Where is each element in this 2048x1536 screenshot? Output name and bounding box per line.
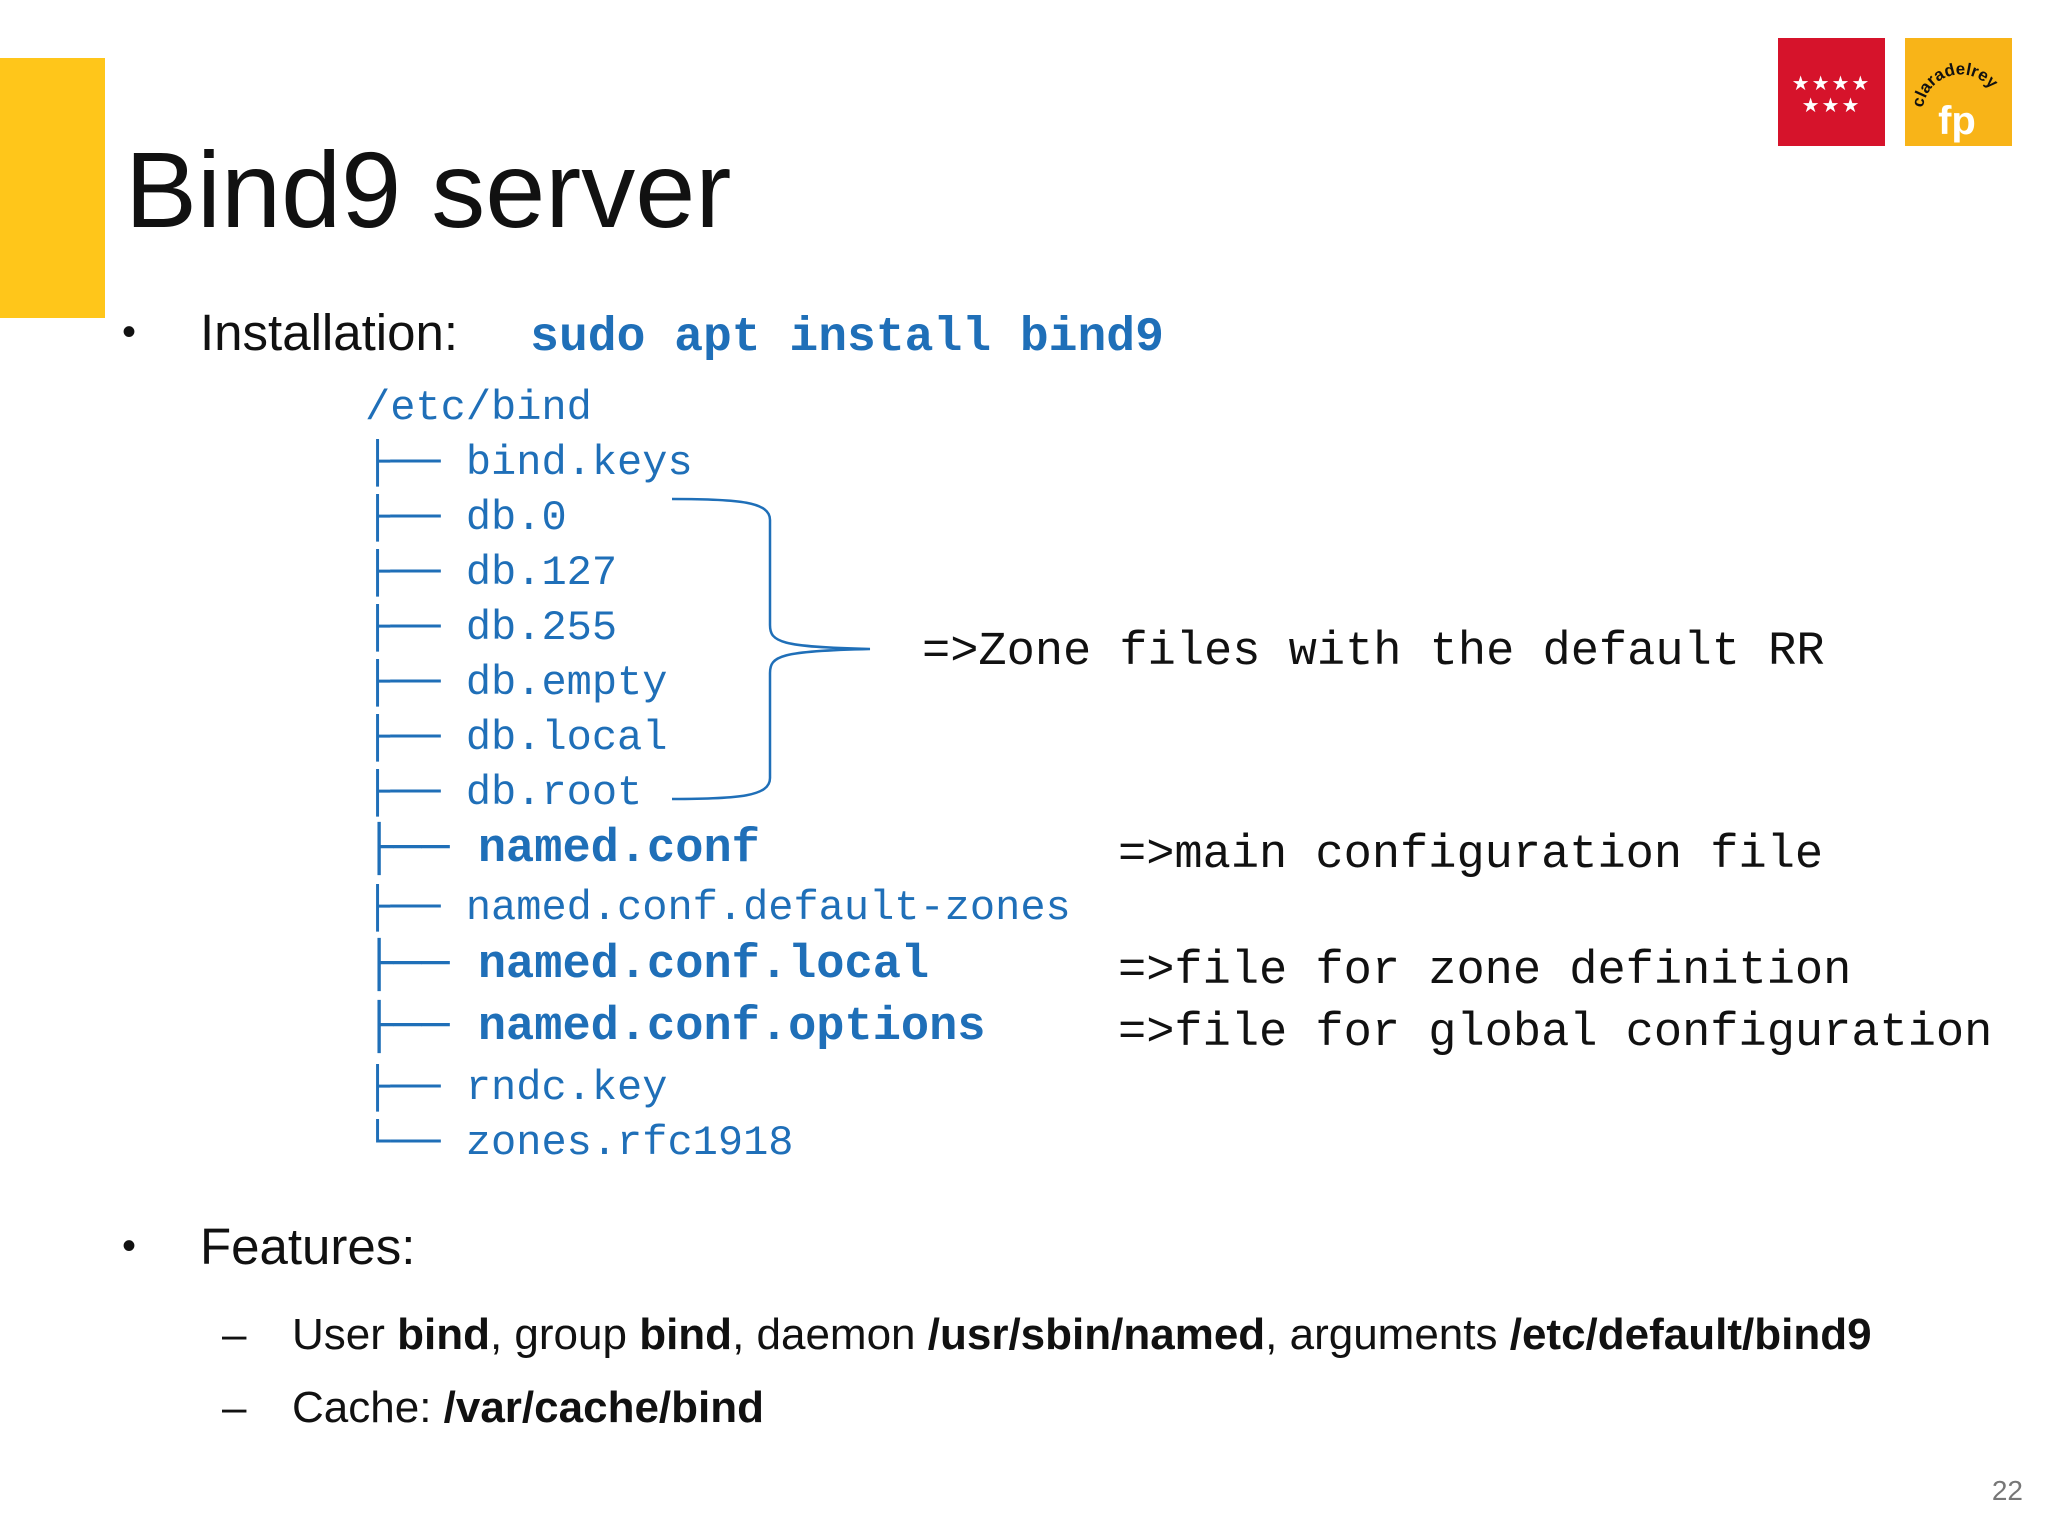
installation-label: Installation:	[200, 304, 458, 361]
tree-prefix: ├──	[365, 769, 466, 817]
tree-prefix: ├──	[365, 939, 478, 992]
logo-stars-row2: ★★★	[1801, 93, 1862, 117]
tree-item-bind-keys: ├── bind.keys	[365, 438, 693, 488]
feature-user-group-daemon: User bind, group bind, daemon /usr/sbin/…	[292, 1307, 1872, 1363]
bullet-installation: •	[122, 310, 137, 354]
features-label: Features:	[200, 1218, 416, 1275]
install-command: sudo apt install bind9	[530, 311, 1164, 365]
tree-item-db-255: ├── db.255	[365, 603, 617, 653]
tree-item-db-empty: ├── db.empty	[365, 658, 667, 708]
note-main-config: =>main configuration file	[1118, 829, 1824, 882]
claradelrey-fp-logo: claradelrey fp	[1905, 38, 2012, 146]
claradelrey-fp-logo-graphic: claradelrey fp	[1908, 59, 2002, 143]
tree-prefix: ├──	[365, 494, 466, 542]
tree-item-name: named.conf.local	[477, 939, 930, 992]
bold-arguments-path: /etc/default/bind9	[1509, 1310, 1872, 1359]
tree-item-name: bind.keys	[465, 439, 693, 487]
tree-item-name: db.local	[465, 714, 668, 762]
tree-prefix: ├──	[365, 549, 466, 597]
bold-daemon-path: /usr/sbin/named	[927, 1310, 1266, 1359]
feature-cache: Cache: /var/cache/bind	[292, 1380, 764, 1436]
tree-item-name: db.empty	[465, 659, 668, 707]
logo-stars-row1: ★★★★	[1791, 71, 1872, 95]
tree-item-name: named.conf.options	[477, 1001, 986, 1054]
note-global-config: =>file for global configuration	[1118, 1007, 1993, 1060]
tree-item-db-root: ├── db.root	[365, 768, 642, 818]
tree-prefix: └──	[365, 1119, 466, 1167]
text: , daemon	[732, 1310, 928, 1359]
tree-item-name: rndc.key	[465, 1064, 668, 1112]
bold-user: bind	[397, 1310, 490, 1359]
community-of-madrid-logo: ★★★★ ★★★	[1778, 38, 1885, 146]
tree-item-db-127: ├── db.127	[365, 548, 617, 598]
slide-title: Bind9 server	[125, 129, 732, 250]
note-zone-files: =>Zone files with the default RR	[922, 626, 1825, 679]
tree-item-name: db.root	[465, 769, 643, 817]
tree-prefix: ├──	[365, 884, 466, 932]
bullet-features: •	[122, 1224, 137, 1268]
tree-item-name: named.conf.default-zones	[465, 884, 1071, 932]
dash-feature-1: –	[222, 1310, 247, 1359]
text: User	[292, 1310, 398, 1359]
tree-item-db-local: ├── db.local	[365, 713, 667, 763]
tree-item-db-0: ├── db.0	[365, 493, 567, 543]
tree-prefix: ├──	[365, 1001, 478, 1054]
page-number: 22	[1991, 1475, 2023, 1506]
tree-item-name: zones.rfc1918	[465, 1119, 794, 1167]
dash-feature-2: –	[222, 1383, 247, 1432]
bold-cache-path: /var/cache/bind	[443, 1383, 764, 1432]
tree-item-named-conf-local: ├── named.conf.local	[365, 941, 929, 991]
tree-prefix: ├──	[365, 439, 466, 487]
tree-prefix: ├──	[365, 659, 466, 707]
tree-prefix: ├──	[365, 714, 466, 762]
tree-prefix: ├──	[365, 1064, 466, 1112]
tree-item-zones-rfc1918: └── zones.rfc1918	[365, 1118, 793, 1168]
logo-text-fp: fp	[1938, 99, 1976, 143]
tree-item-name: db.127	[465, 549, 618, 597]
text: Cache:	[292, 1383, 444, 1432]
tree-prefix: ├──	[365, 823, 478, 876]
text: , group	[489, 1310, 640, 1359]
tree-item-name: named.conf	[477, 823, 760, 876]
tree-item-rndc-key: ├── rndc.key	[365, 1063, 667, 1113]
tree-prefix: ├──	[365, 604, 466, 652]
installation-line: Installation: sudo apt install bind9	[200, 303, 1164, 368]
tree-item-named-conf: ├── named.conf	[365, 825, 760, 875]
tree-item-named-conf-options: ├── named.conf.options	[365, 1003, 986, 1053]
note-zone-definition: =>file for zone definition	[1118, 945, 1852, 998]
tree-root: /etc/bind	[365, 384, 592, 432]
tree-item-name: db.255	[465, 604, 618, 652]
tree-item-named-conf-default-zones: ├── named.conf.default-zones	[365, 883, 1071, 933]
accent-bar	[0, 58, 105, 318]
bold-group: bind	[639, 1310, 733, 1359]
text: , arguments	[1265, 1310, 1510, 1359]
tree-item-name: db.0	[465, 494, 567, 542]
